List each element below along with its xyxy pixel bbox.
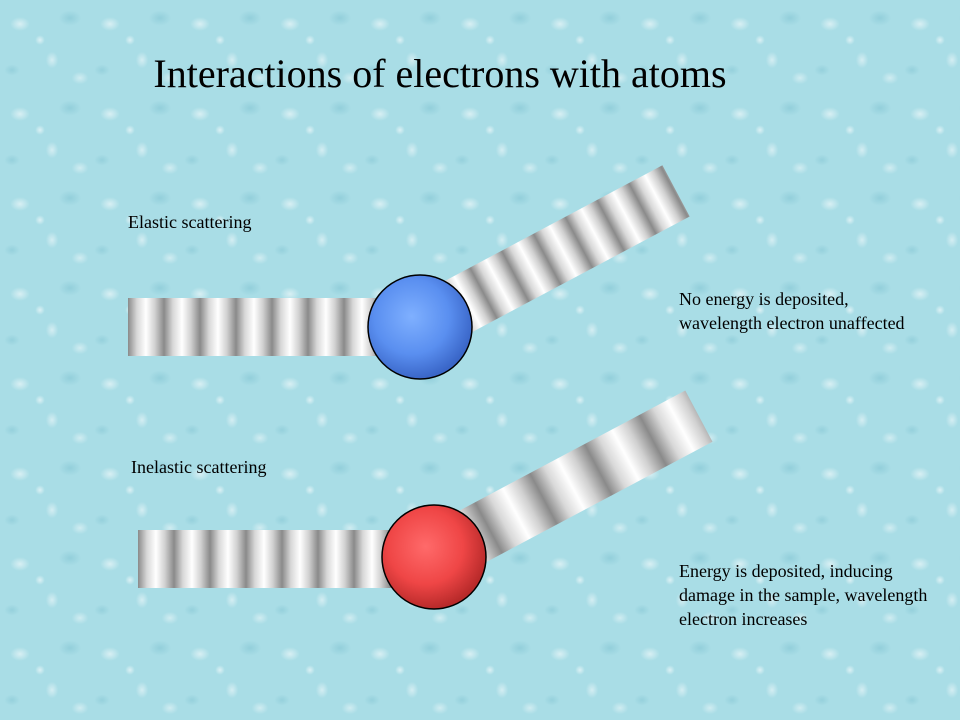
elastic-atom (367, 274, 473, 380)
elastic-scattered-wave (406, 165, 690, 353)
inelastic-scattering-label: Inelastic scattering (131, 457, 267, 477)
slide-title: Interactions of electrons with atoms (153, 51, 727, 96)
elastic-description: No energy is deposited, wavelength elect… (679, 289, 905, 333)
elastic-incident-wave (128, 298, 390, 356)
inelastic-atom (381, 504, 487, 610)
inelastic-description: Energy is deposited, inducing damage in … (679, 561, 928, 629)
elastic-scattering-label: Elastic scattering (128, 212, 252, 232)
inelastic-scattered-wave (420, 390, 713, 583)
inelastic-incident-wave (138, 530, 400, 588)
